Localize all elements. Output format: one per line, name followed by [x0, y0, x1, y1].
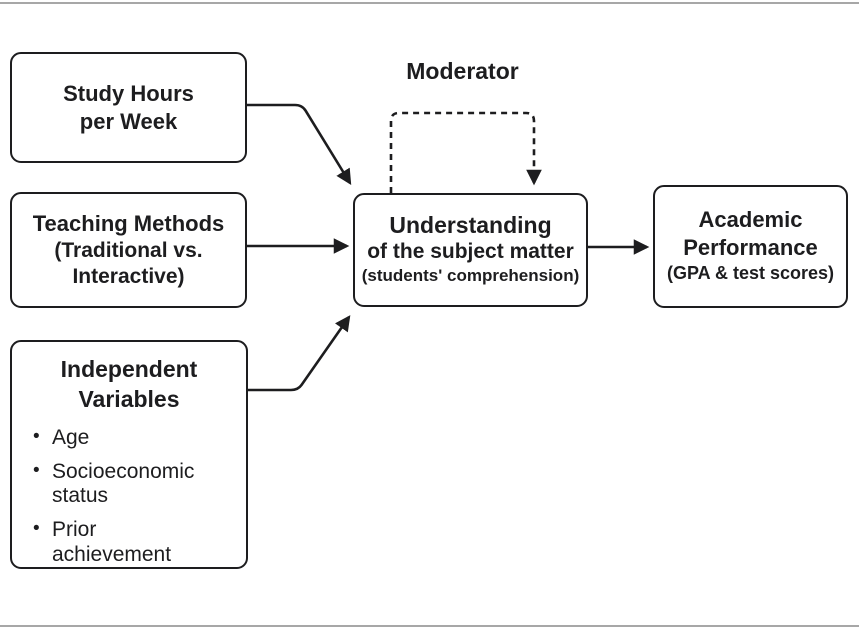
teaching-methods-subtitle: (Traditional vs. Interactive) [54, 238, 203, 288]
moderator-label: Moderator [406, 58, 519, 84]
teaching-methods-title: Teaching Methods [32, 210, 225, 236]
arrow-independent-to-understanding [248, 315, 351, 392]
list-item: • Prior achievement [33, 518, 217, 568]
understanding-note: (students' comprehension) [361, 266, 580, 286]
bullet-icon: • [33, 425, 40, 447]
list-item-label: Socioeconomic status [52, 459, 195, 508]
academic-performance-subtitle: (GPA & test scores) [666, 263, 835, 284]
moderator-dashed-arrow [389, 111, 542, 193]
node-understanding: Understanding of the subject matter (stu… [353, 193, 588, 307]
node-teaching-methods: Teaching Methods (Traditional vs. Intera… [10, 192, 247, 308]
bottom-divider [0, 625, 859, 627]
node-independent-variables: Independent Variables • Age • Socioecono… [10, 340, 248, 569]
academic-performance-title: Academic Performance [683, 207, 818, 260]
list-item: • Socioeconomic status [33, 460, 217, 510]
list-item-label: Age [52, 425, 90, 449]
understanding-subtitle: of the subject matter [367, 240, 574, 264]
independent-variables-title: Independent Variables [60, 356, 198, 412]
understanding-title: Understanding [389, 211, 552, 238]
node-academic-performance: Academic Performance (GPA & test scores) [653, 185, 848, 308]
arrow-study-to-understanding [247, 103, 352, 185]
top-divider [0, 2, 859, 4]
independent-variables-list: • Age • Socioeconomic status • Prior ach… [12, 426, 217, 577]
list-item-label: Prior achievement [52, 518, 172, 566]
node-study-hours: Study Hours per Week [10, 52, 247, 163]
bullet-icon: • [33, 518, 40, 540]
list-item: • Age [33, 426, 217, 451]
bullet-icon: • [33, 459, 40, 481]
study-hours-label: Study Hours per Week [63, 80, 194, 134]
